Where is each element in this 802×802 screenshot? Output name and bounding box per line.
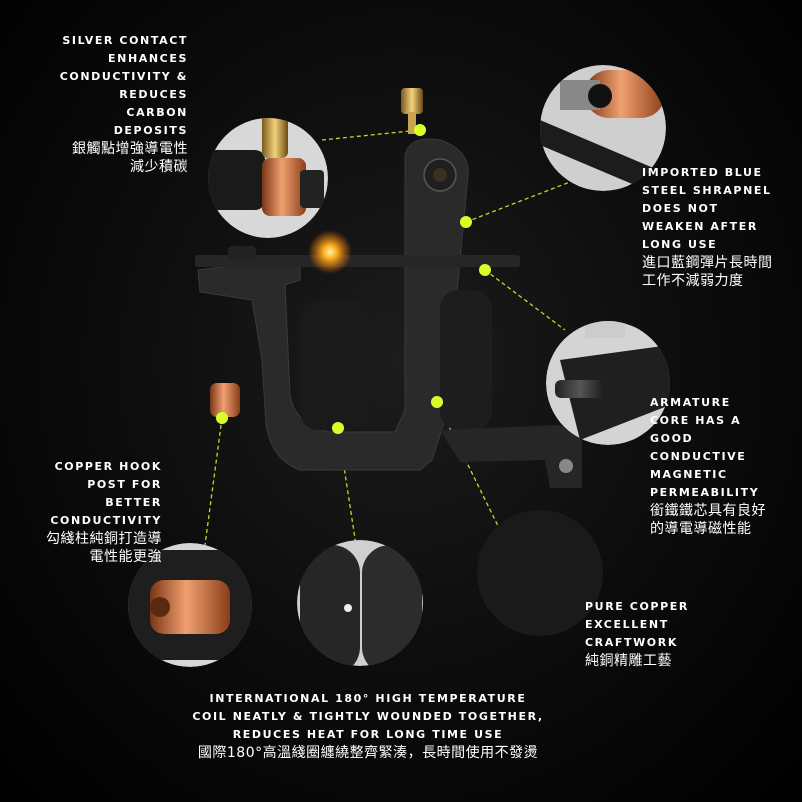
zh-line: 進口藍鋼彈片長時間 <box>642 255 773 271</box>
line: REDUCES HEAT FOR LONG TIME USE <box>232 728 504 741</box>
line: WEAKEN AFTER <box>642 220 758 233</box>
line: INTERNATIONAL 180° HIGH TEMPERATURE <box>209 692 527 705</box>
line: CRAFTWORK <box>585 636 678 649</box>
zh-line: 減少積碳 <box>130 159 188 175</box>
callout-blue-steel: IMPORTED BLUE STEEL SHRAPNEL DOES NOT WE… <box>642 164 800 290</box>
line: MAGNETIC <box>650 468 728 481</box>
detail-copper-hook <box>128 543 252 667</box>
line: STEEL SHRAPNEL <box>642 184 772 197</box>
zh-line: 國際180°高溫綫圈纏繞整齊緊湊，長時間使用不發燙 <box>197 745 539 761</box>
line: COPPER HOOK <box>54 460 162 473</box>
line: PURE COPPER <box>585 600 689 613</box>
line: PERMEABILITY <box>650 486 760 499</box>
callout-copper-hook: COPPER HOOK POST FOR BETTER CONDUCTIVITY… <box>10 458 162 566</box>
line: ARMATURE <box>650 396 731 409</box>
zh-line: 勾綫柱純銅打造導 <box>46 531 162 547</box>
line: DEPOSITS <box>113 124 188 137</box>
line: BETTER <box>105 496 162 509</box>
zh-line: 電性能更強 <box>89 549 162 565</box>
line: ENHANCES <box>108 52 188 65</box>
zh-line: 的導電導磁性能 <box>650 521 752 537</box>
line: IMPORTED BLUE <box>642 166 763 179</box>
detail-coils <box>297 540 423 666</box>
line: CONDUCTIVE <box>650 450 747 463</box>
pointer-dots <box>216 124 491 434</box>
zh-line: 銜鐵鐵芯具有良好 <box>650 503 766 519</box>
line: CONDUCTIVITY <box>50 514 162 527</box>
detail-armature <box>546 321 670 445</box>
tattoo-machine <box>195 88 582 488</box>
line: EXCELLENT <box>585 618 669 631</box>
line: POST FOR <box>87 478 162 491</box>
detail-silver-contact <box>208 118 328 238</box>
line: COIL NEATLY & TIGHTLY WOUNDED TOGETHER, <box>192 710 544 723</box>
line: DOES NOT <box>642 202 719 215</box>
line: CARBON <box>126 106 188 119</box>
zh-line: 純銅精雕工藝 <box>585 653 672 669</box>
callout-coil: INTERNATIONAL 180° HIGH TEMPERATURE COIL… <box>150 690 586 762</box>
line: LONG USE <box>642 238 718 251</box>
zh-line: 工作不減弱力度 <box>642 273 744 289</box>
line: CORE HAS A <box>650 414 742 427</box>
callout-silver-contact: SILVER CONTACT ENHANCES CONDUCTIVITY & R… <box>20 32 188 176</box>
line: SILVER CONTACT <box>62 34 188 47</box>
line: REDUCES <box>119 88 188 101</box>
detail-pure-copper <box>477 510 603 636</box>
callout-pure-copper: PURE COPPER EXCELLENT CRAFTWORK 純銅精雕工藝 <box>585 598 785 670</box>
callout-armature: ARMATURE CORE HAS A GOOD CONDUCTIVE MAGN… <box>650 394 800 538</box>
zh-line: 銀觸點增強導電性 <box>72 141 188 157</box>
line: GOOD <box>650 432 694 445</box>
line: CONDUCTIVITY & <box>59 70 188 83</box>
detail-blue-steel <box>540 65 666 191</box>
